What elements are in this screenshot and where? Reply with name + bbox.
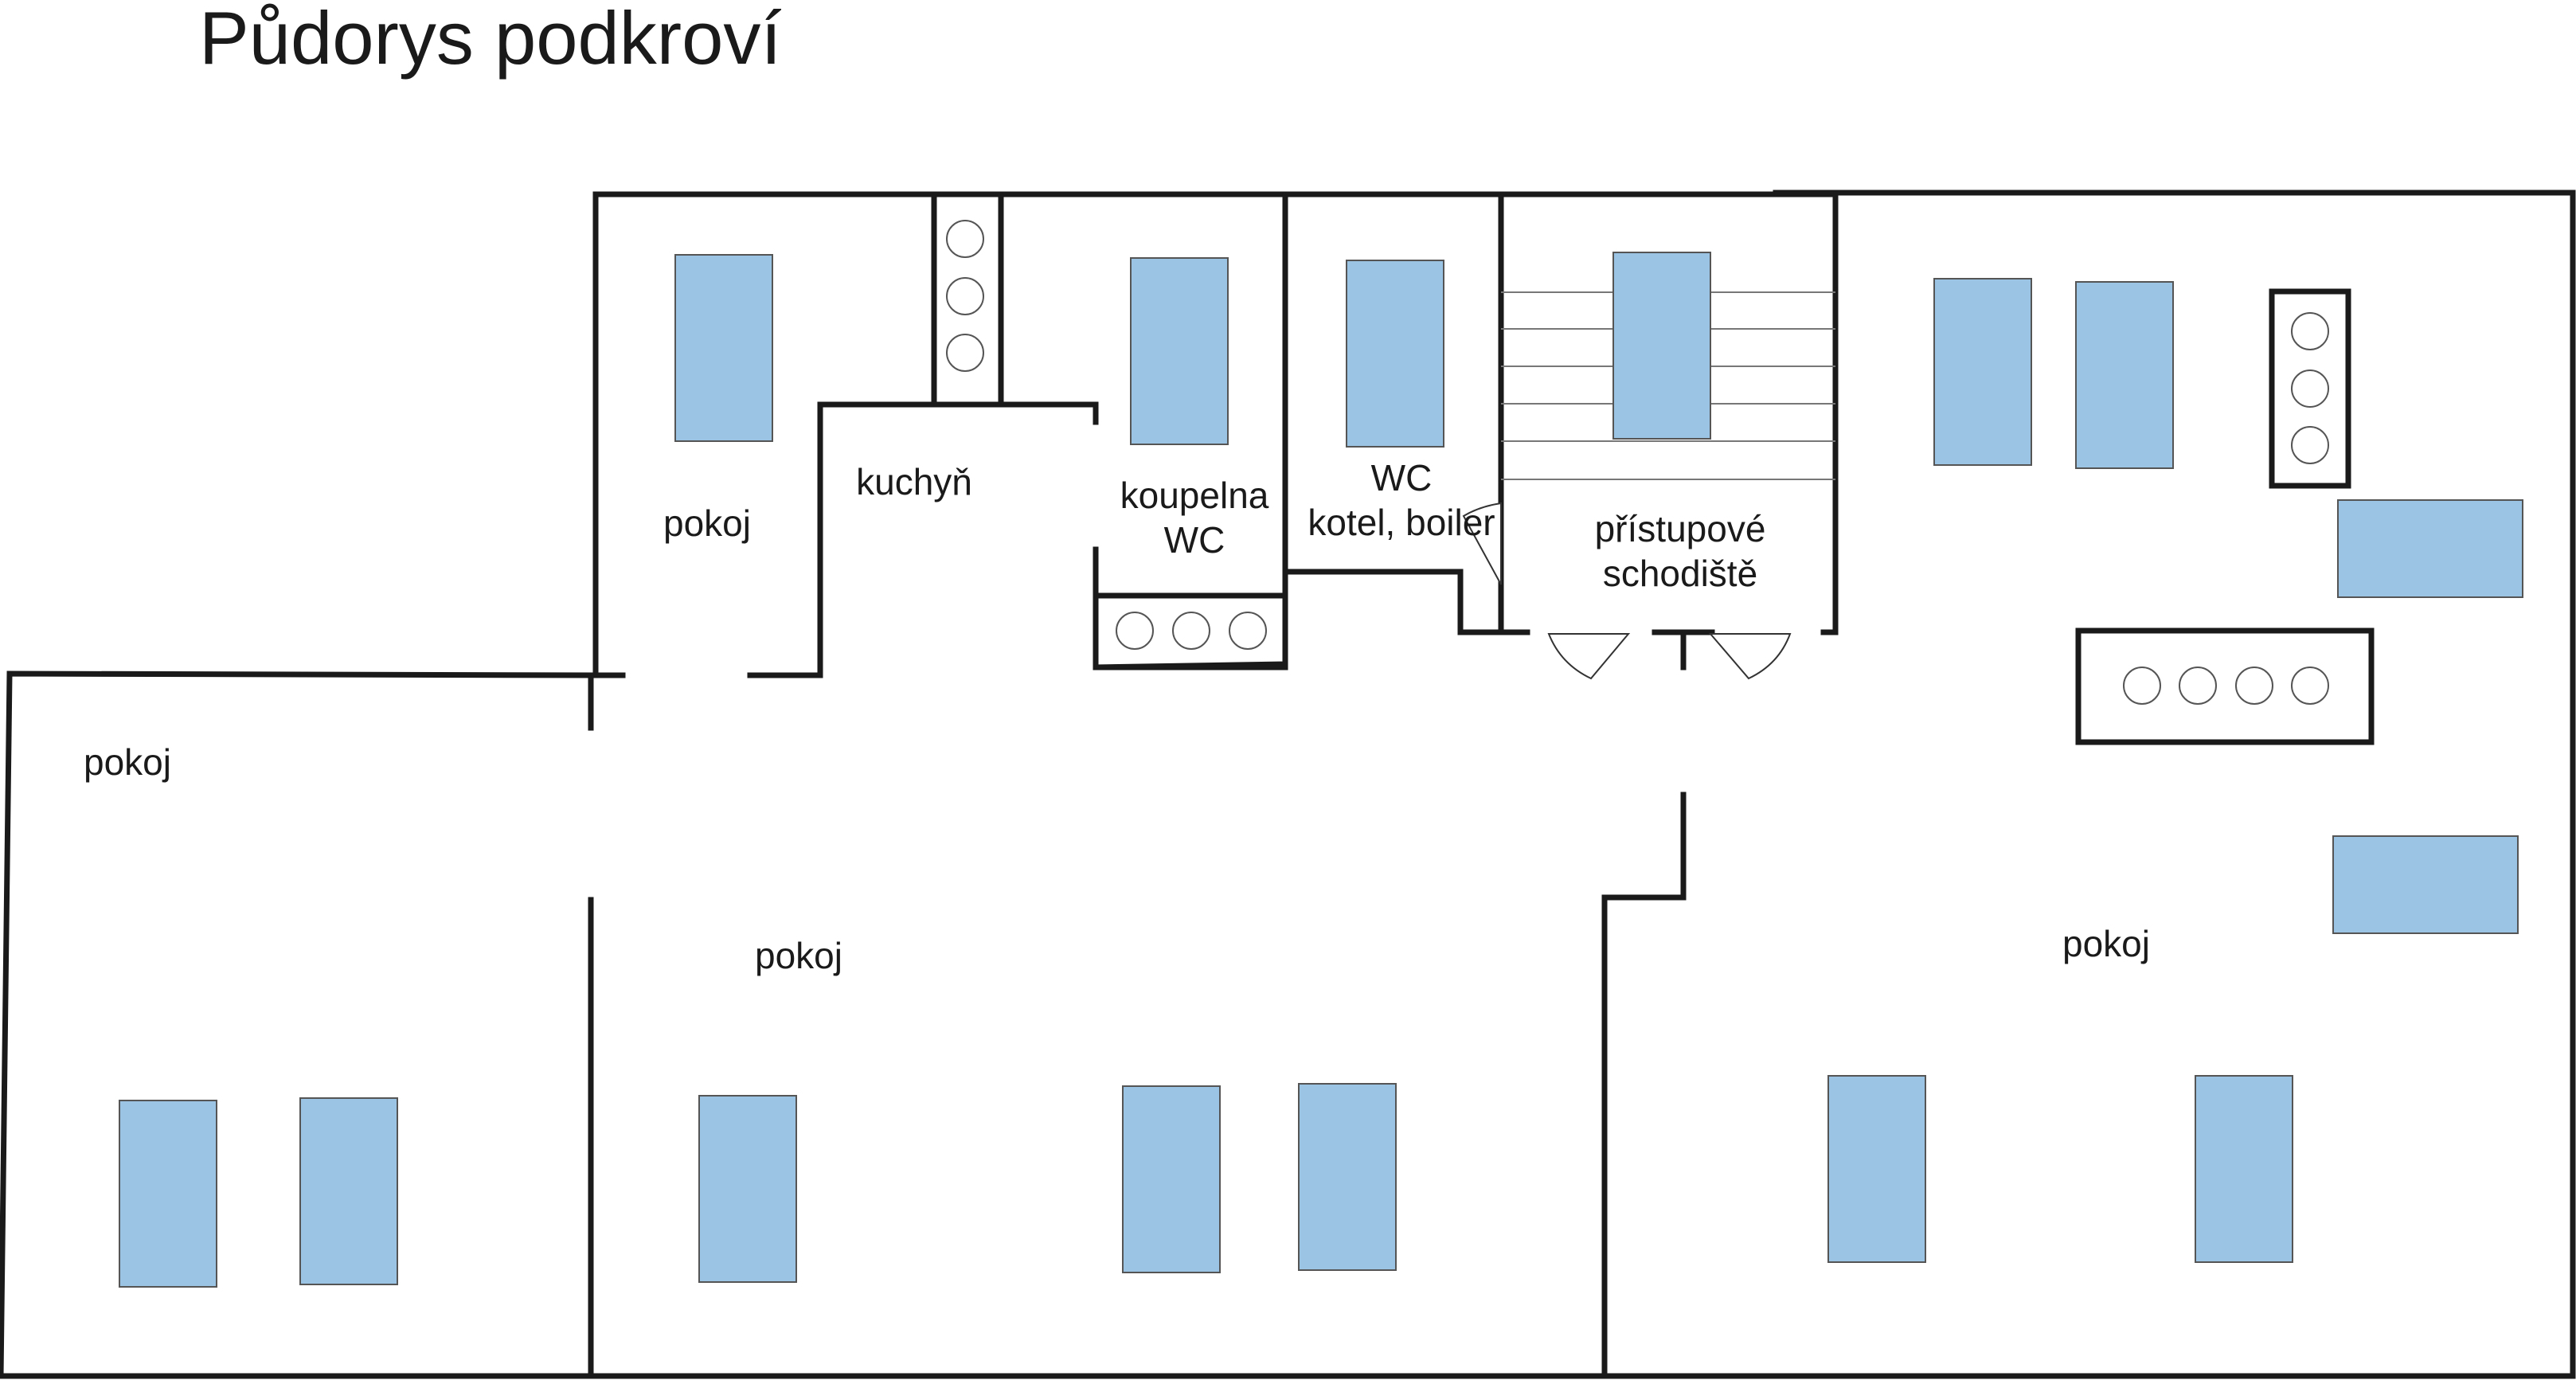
bed-1 <box>674 254 773 442</box>
burner-9 <box>2291 426 2329 464</box>
burner-13 <box>2291 667 2329 705</box>
stove-counter-bath <box>1093 592 1288 670</box>
wall-wc-boiler <box>1282 569 1530 635</box>
label-schodiste-line1: přístupové <box>1594 508 1766 549</box>
burner-5 <box>1172 612 1210 650</box>
walls <box>0 190 2576 1379</box>
wall-kitchen <box>747 401 1099 678</box>
burner-3 <box>946 334 984 372</box>
beds <box>119 252 2523 1288</box>
burner-1 <box>946 220 984 258</box>
label-kuchyn: kuchyň <box>856 461 972 502</box>
bed-2 <box>1130 257 1229 445</box>
burner-12 <box>2235 667 2273 705</box>
chimney-top-left <box>931 191 1004 408</box>
wall-right-divider <box>1601 792 1687 1379</box>
label-schodiste: přístupové schodiště <box>1595 506 1766 596</box>
bed-11 <box>698 1095 797 1283</box>
label-koupelna: koupelna WC <box>1120 473 1269 562</box>
burner-4 <box>1116 612 1154 650</box>
burner-2 <box>946 277 984 315</box>
bed-4 <box>1612 252 1711 440</box>
doors <box>1462 502 1792 680</box>
plan-title: Půdorys podkroví <box>199 0 782 80</box>
burner-10 <box>2123 667 2161 705</box>
label-pokoj-top: pokoj <box>663 502 751 544</box>
bed-13 <box>1298 1083 1397 1271</box>
label-schodiste-line2: schodiště <box>1602 553 1758 594</box>
bed-3 <box>1346 260 1444 448</box>
bed-9 <box>119 1100 217 1288</box>
label-wc-kotel-line2: kotel, boiler <box>1308 502 1495 543</box>
burners <box>946 220 2329 705</box>
label-pokoj-right: pokoj <box>2062 923 2150 964</box>
burner-7 <box>2291 312 2329 350</box>
label-koupelna-line1: koupelna <box>1120 475 1269 516</box>
bed-15 <box>2195 1075 2293 1263</box>
burner-6 <box>1229 612 1267 650</box>
burner-11 <box>2179 667 2217 705</box>
label-pokoj-left: pokoj <box>84 741 171 783</box>
bed-6 <box>2075 281 2174 469</box>
bed-8 <box>2332 835 2519 934</box>
bed-5 <box>1933 278 2032 466</box>
door-stair-left <box>1547 633 1631 680</box>
stove-counter-right <box>2075 627 2375 745</box>
label-wc-kotel: WC kotel, boiler <box>1308 455 1495 545</box>
bed-10 <box>299 1097 398 1285</box>
door-stair-right <box>1708 633 1792 680</box>
chimney-right <box>2269 288 2351 489</box>
bed-14 <box>1827 1075 1926 1263</box>
door-wc <box>1462 502 1502 585</box>
label-wc-kotel-line1: WC <box>1370 457 1433 498</box>
bed-7 <box>2337 499 2523 598</box>
label-pokoj-center: pokoj <box>755 935 842 976</box>
burner-8 <box>2291 369 2329 408</box>
label-koupelna-line2: WC <box>1163 519 1225 561</box>
bed-12 <box>1122 1085 1221 1273</box>
